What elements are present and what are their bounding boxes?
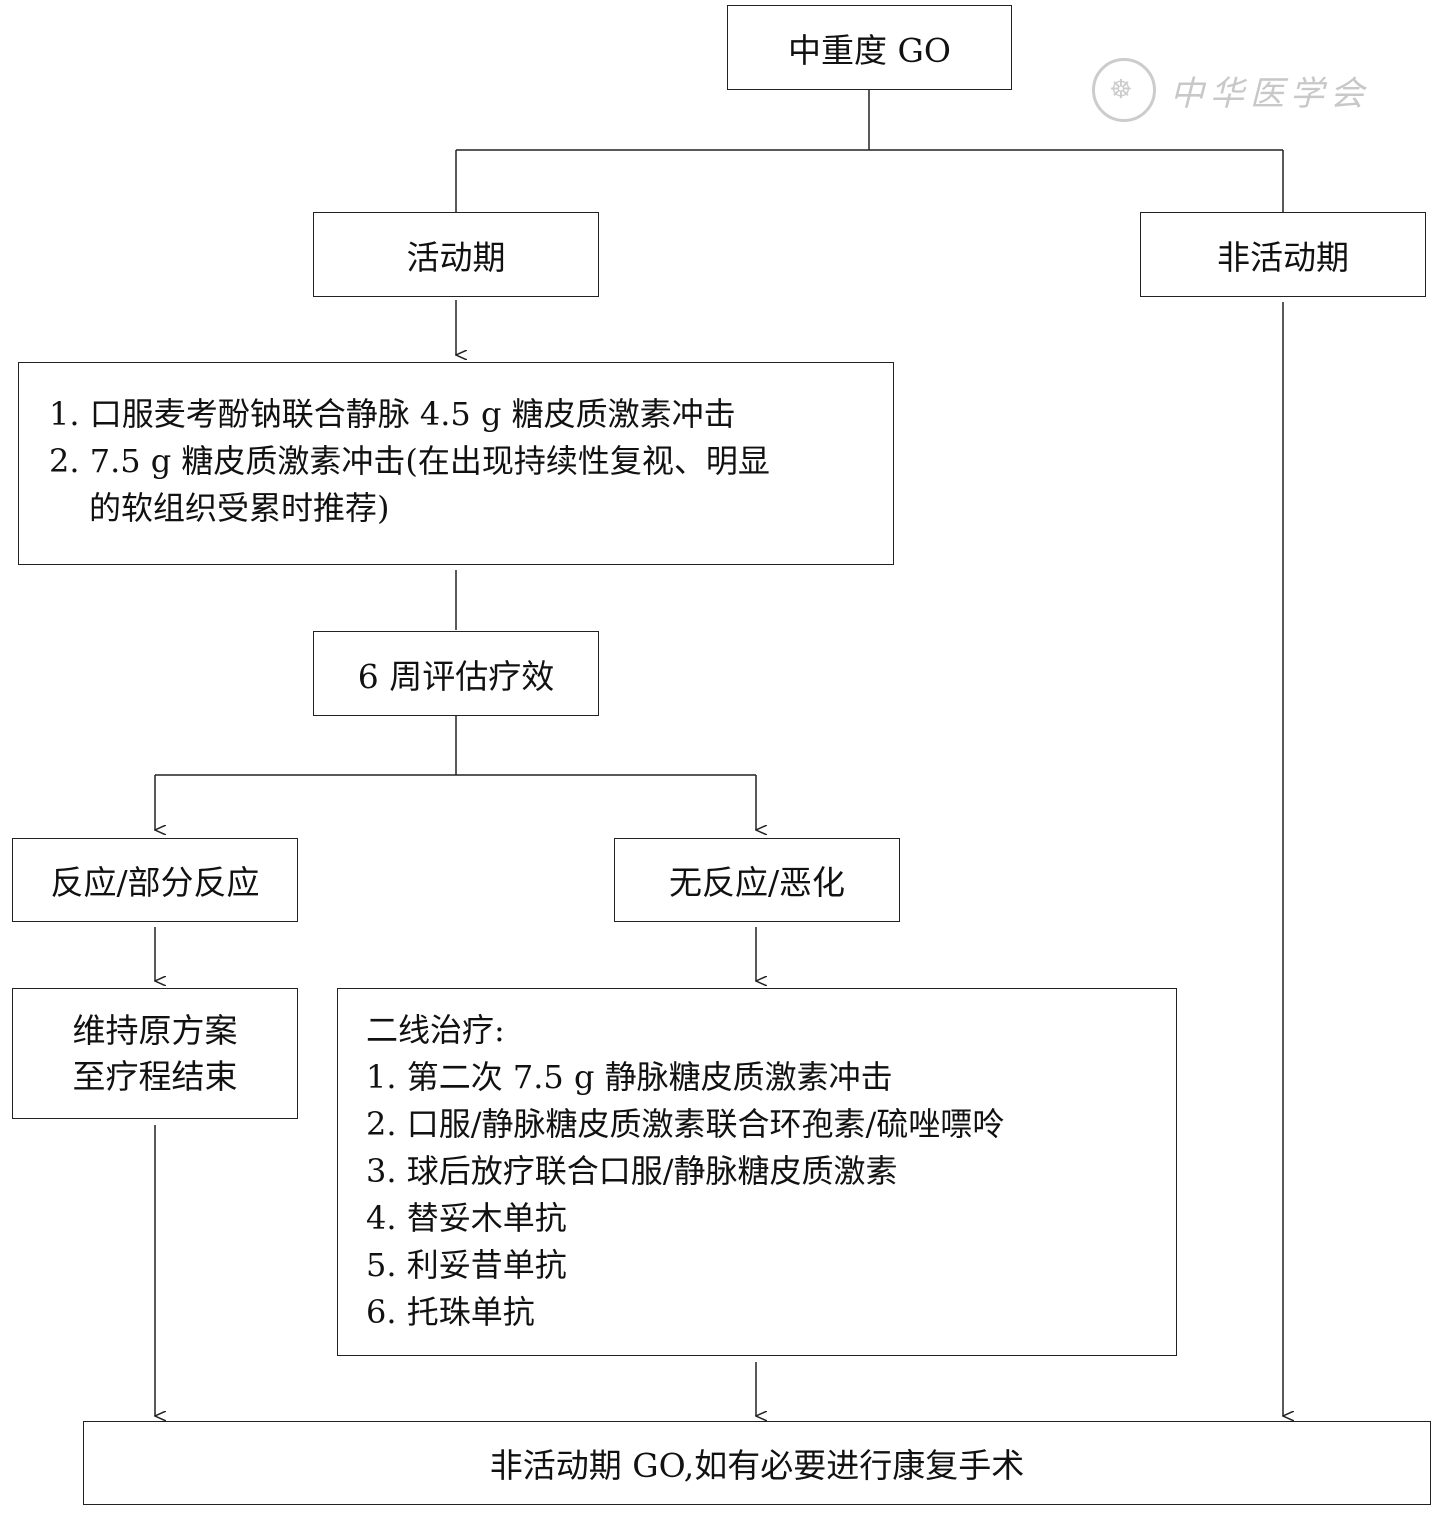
seal-icon: ☸ [1092, 58, 1156, 122]
connector-assess-split [155, 715, 756, 776]
second-line-title: 二线治疗: [366, 1011, 505, 1049]
maintain-line: 维持原方案 [72, 1010, 238, 1050]
first-line-item: 的软组织受累时推荐) [89, 489, 390, 527]
connector-root [455, 89, 1284, 212]
second-line-item: 4. 替妥木单抗 [366, 1199, 567, 1237]
node-response: 反应/部分反应 [12, 838, 298, 922]
watermark-text: 中华医学会 [1170, 73, 1370, 114]
node-assess: 6 周评估疗效 [313, 631, 599, 716]
second-line-item: 6. 托珠单抗 [366, 1293, 535, 1331]
node-active: 活动期 [313, 212, 599, 297]
node-second-line: 二线治疗: 1. 第二次 7.5 g 静脉糖皮质激素冲击 2. 口服/静脉糖皮质… [337, 988, 1177, 1356]
node-inactive: 非活动期 [1140, 212, 1426, 297]
node-maintain: 维持原方案 至疗程结束 [12, 988, 298, 1119]
second-line-item: 2. 口服/静脉糖皮质激素联合环孢素/硫唑嘌呤 [366, 1105, 1005, 1143]
node-no-response: 无反应/恶化 [614, 838, 900, 922]
second-line-item: 5. 利妥昔单抗 [366, 1246, 567, 1284]
first-line-item: 1. 口服麦考酚钠联合静脉 4.5 g 糖皮质激素冲击 [49, 395, 736, 433]
second-line-item: 3. 球后放疗联合口服/静脉糖皮质激素 [366, 1152, 898, 1190]
first-line-item: 2. 7.5 g 糖皮质激素冲击(在出现持续性复视、明显 [49, 442, 770, 480]
watermark-logo: ☸ 中华医学会 [1092, 58, 1370, 122]
node-final: 非活动期 GO,如有必要进行康复手术 [83, 1421, 1431, 1505]
maintain-line: 至疗程结束 [72, 1056, 238, 1096]
second-line-item: 1. 第二次 7.5 g 静脉糖皮质激素冲击 [366, 1058, 893, 1096]
node-first-line: 1. 口服麦考酚钠联合静脉 4.5 g 糖皮质激素冲击 2. 7.5 g 糖皮质… [18, 362, 894, 565]
node-root: 中重度 GO [727, 5, 1012, 90]
